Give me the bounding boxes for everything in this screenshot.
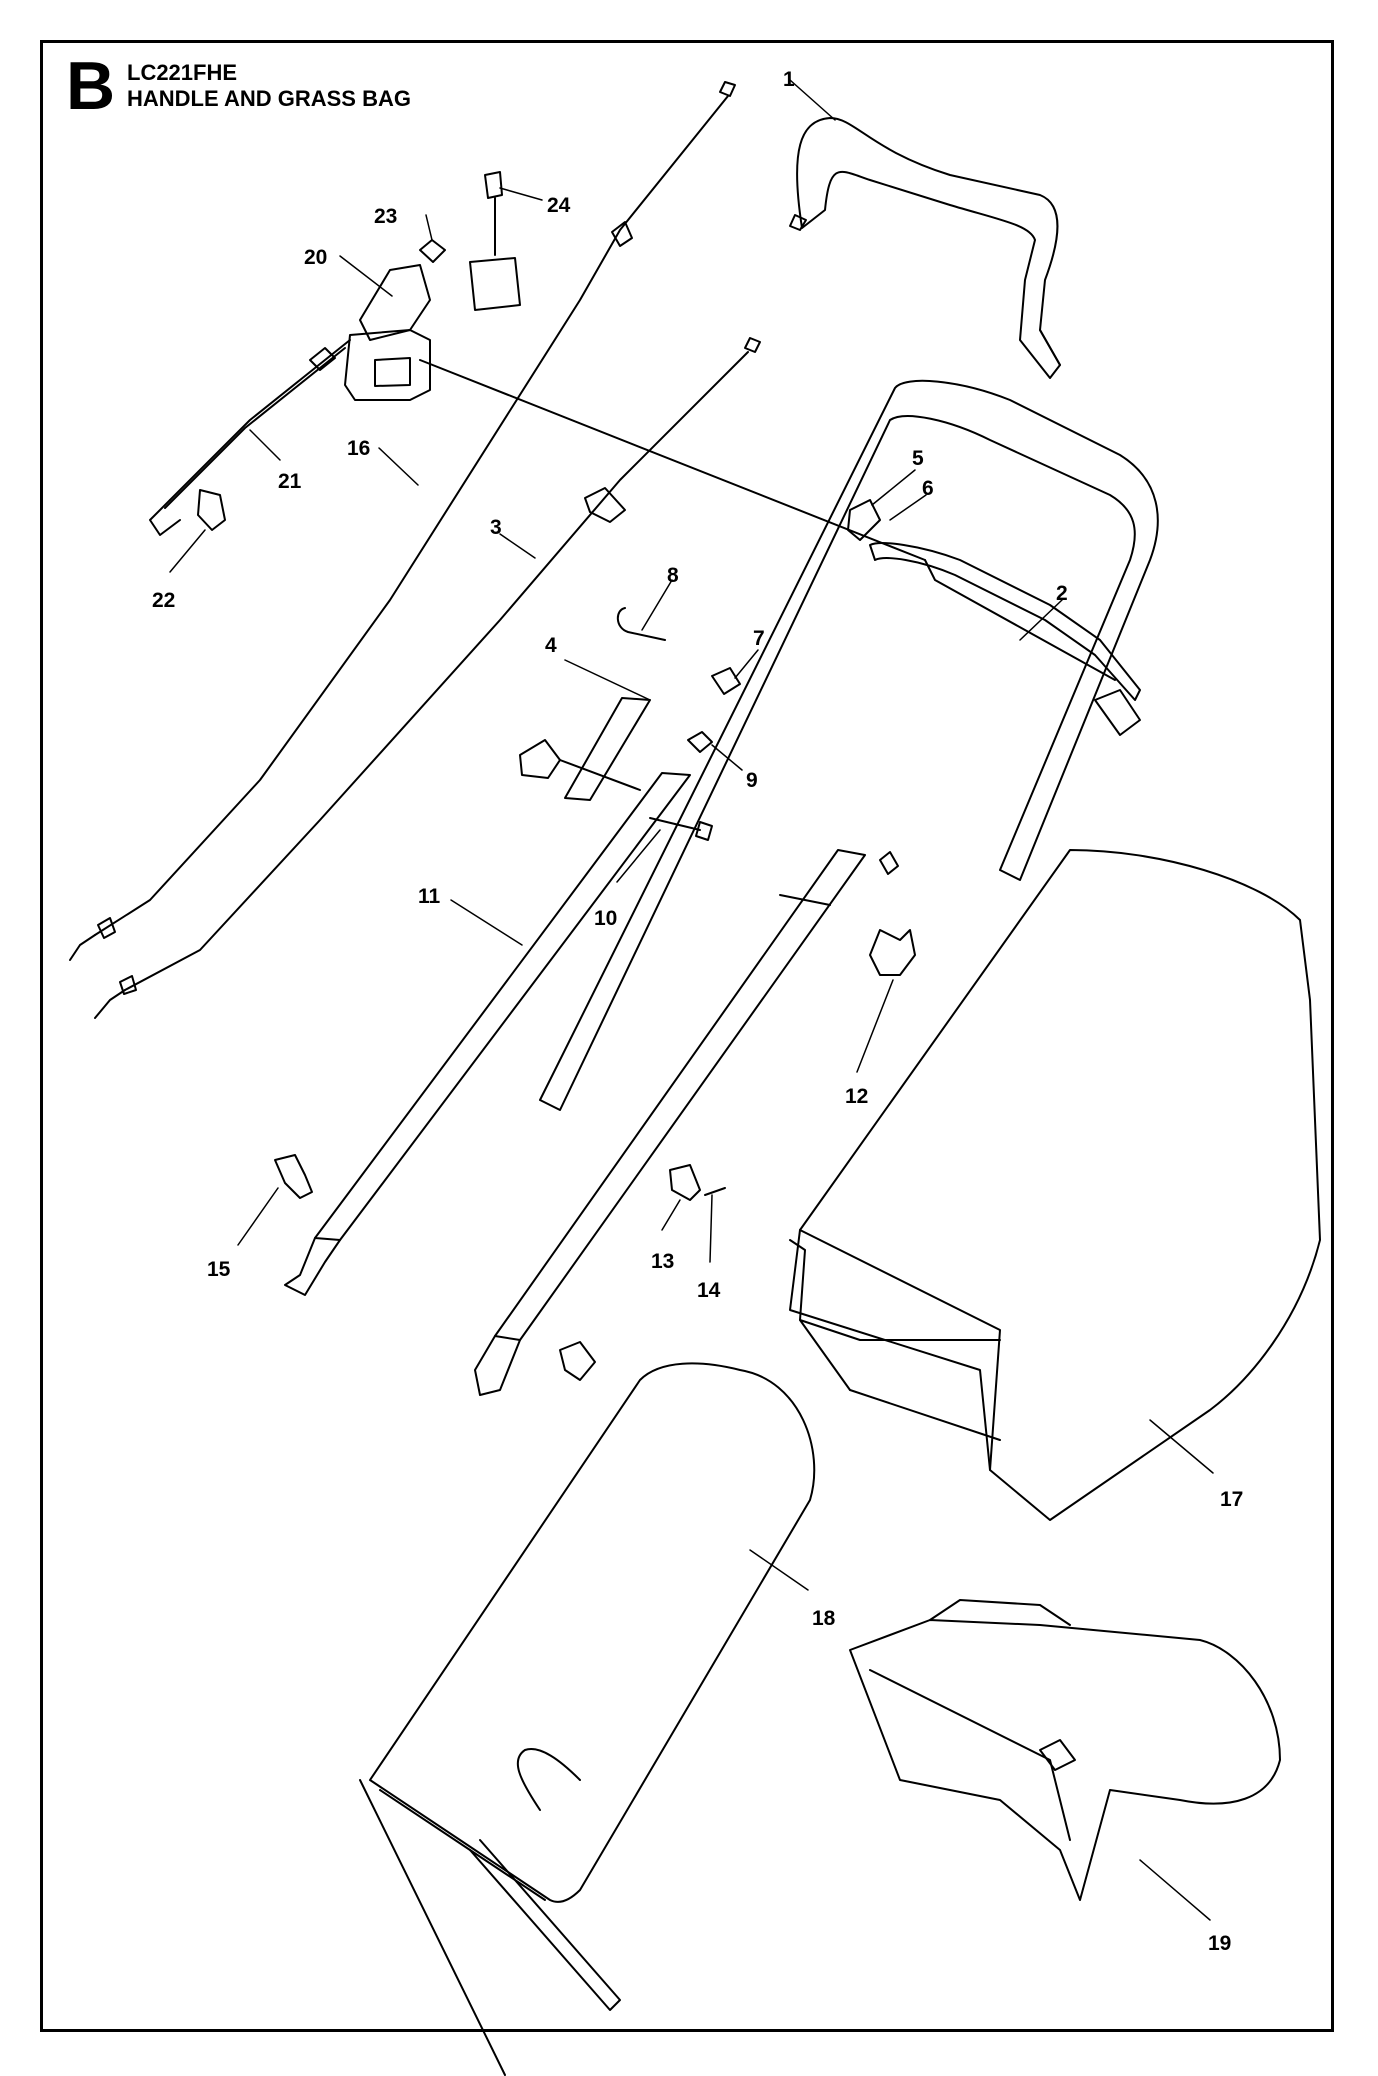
part-19-chute (849, 1599, 1281, 1901)
part-label-3: 3 (490, 516, 502, 539)
part-labels: 1 2 3 4 5 6 7 8 9 10 11 12 13 14 15 16 1… (152, 68, 1243, 1955)
part-9-nut (687, 731, 713, 753)
part-7-knob (711, 667, 741, 695)
right-lower-tube (474, 849, 899, 1396)
part-label-13: 13 (651, 1250, 674, 1273)
part-label-1: 1 (783, 68, 795, 91)
part-label-19: 19 (1208, 1932, 1231, 1955)
part-1-upper-handle (789, 117, 1061, 379)
part-24-charger (469, 171, 521, 311)
diagram-frame (40, 40, 1334, 2032)
part-label-22: 22 (152, 589, 175, 612)
part-label-17: 17 (1220, 1488, 1243, 1511)
part-label-23: 23 (374, 205, 397, 228)
part-label-2: 2 (1056, 582, 1068, 605)
part-label-11: 11 (418, 885, 441, 908)
model-number: LC221FHE (127, 60, 238, 85)
part-15-wing-knob (274, 1154, 313, 1199)
part-12-star-knob (869, 929, 916, 976)
part-23-cap (419, 239, 446, 263)
part-2-4-handle-frame (539, 379, 1159, 1111)
part-label-20: 20 (304, 246, 327, 269)
part-label-9: 9 (746, 769, 758, 792)
part-label-7: 7 (753, 627, 765, 650)
part-11-lower-tube-left (284, 772, 691, 1296)
part-8-rod (616, 607, 666, 641)
part-label-8: 8 (667, 564, 679, 587)
part-label-14: 14 (697, 1279, 721, 1302)
part-label-18: 18 (812, 1607, 836, 1630)
leader-lines (169, 79, 1214, 1921)
diagram-title: HANDLE AND GRASS BAG (127, 86, 411, 111)
part-label-6: 6 (922, 477, 934, 500)
part-3-cable (94, 337, 761, 1019)
section-letter: B (66, 48, 116, 124)
part-10-bolt (649, 817, 713, 841)
part-label-4: 4 (545, 634, 557, 657)
part-label-5: 5 (912, 447, 924, 470)
part-label-15: 15 (207, 1258, 231, 1281)
part-21-spiral-cable (149, 339, 351, 536)
part-label-16: 16 (347, 437, 370, 460)
part-label-12: 12 (845, 1085, 868, 1108)
part-16-cable (69, 81, 736, 961)
part-20-control-box (344, 264, 1116, 681)
part-18-bag-frame (359, 1362, 816, 2076)
part-17-grass-bag (789, 849, 1321, 1521)
part-label-24: 24 (547, 194, 571, 217)
part-label-10: 10 (594, 907, 617, 930)
part-4-bracket (564, 697, 651, 801)
part-5-clip (847, 499, 881, 541)
part-13-14-clip-screw (669, 1164, 726, 1201)
part-label-21: 21 (278, 470, 302, 493)
part-knob-upper-left (519, 739, 641, 791)
